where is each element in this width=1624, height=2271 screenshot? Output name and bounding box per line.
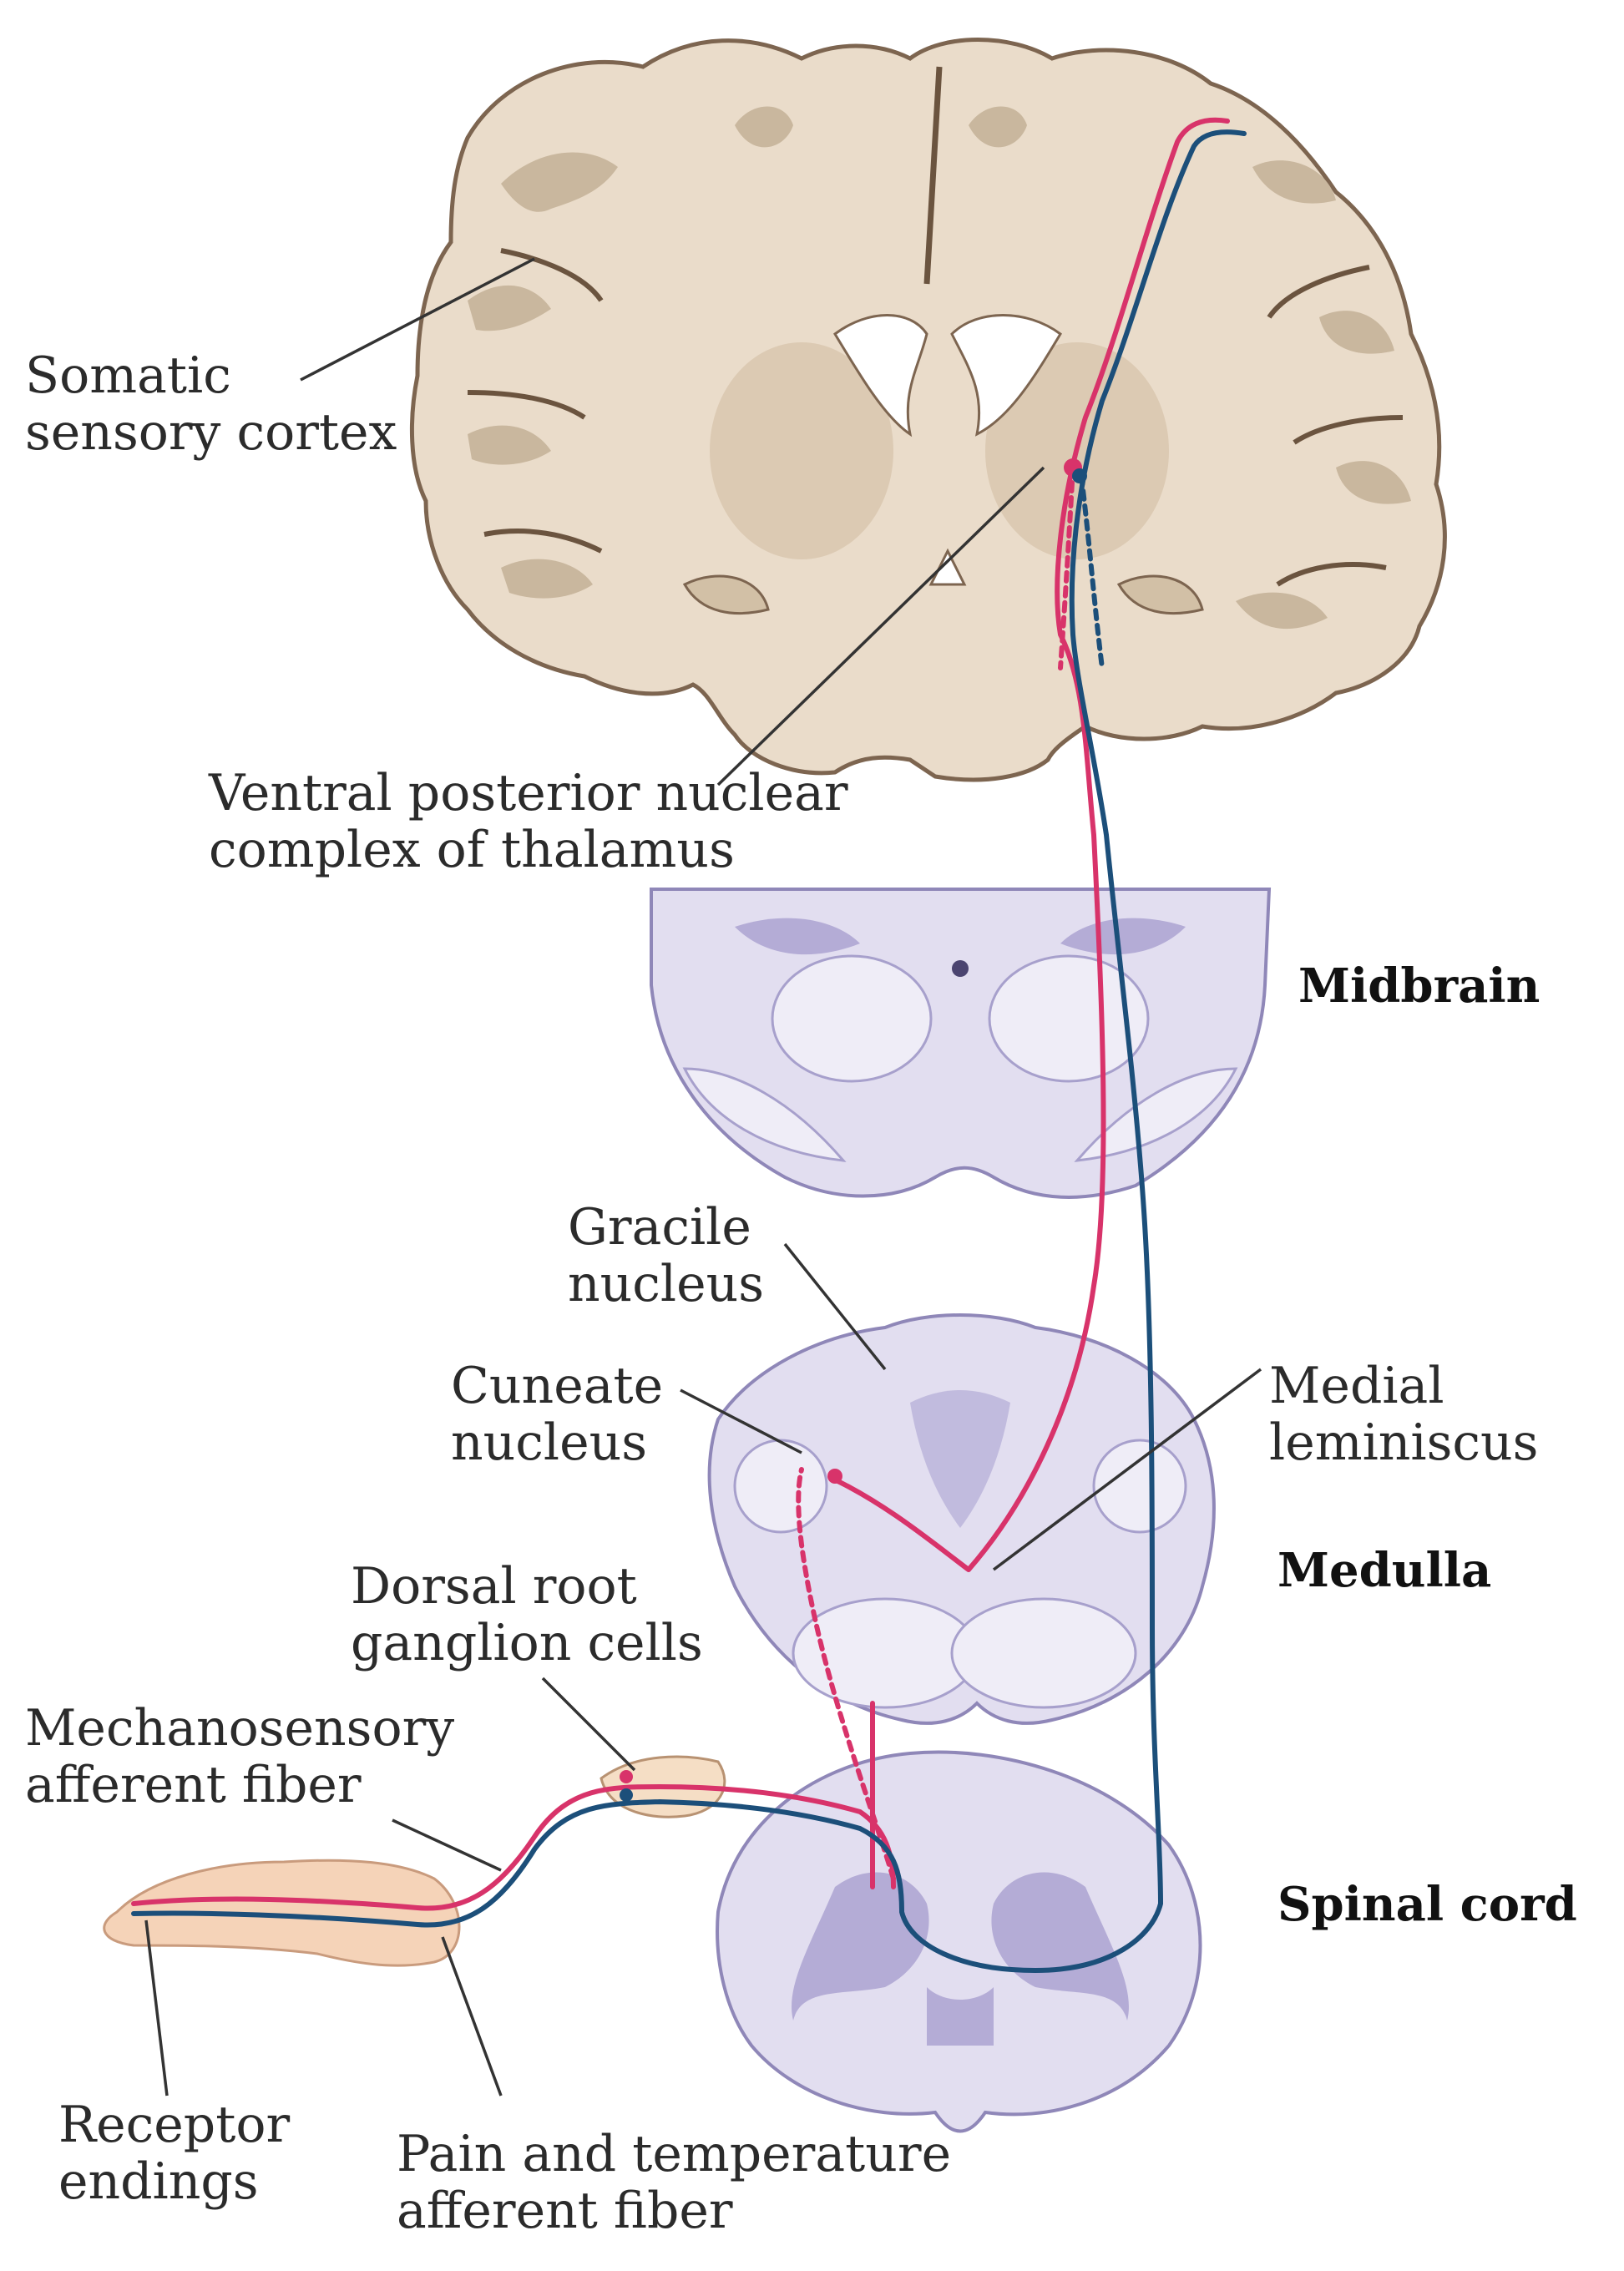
leader-drg xyxy=(541,1677,636,1772)
label-spinal-cord: Spinal cord xyxy=(1277,1877,1577,1932)
pain-temperature-pathway xyxy=(131,129,1247,1973)
label-gracile-nucleus: Gracile nucleus xyxy=(568,1198,767,1313)
leader-cuneate xyxy=(680,1388,802,1454)
leader-ventral-posterior xyxy=(716,466,1045,787)
label-cuneate-nucleus: Cuneate nucleus xyxy=(451,1357,679,1472)
leader-somatic-cortex xyxy=(300,257,535,382)
label-ventral-posterior-nuclear-complex: Ventral posterior nuclear complex of tha… xyxy=(208,764,864,879)
label-pain-and-temperature-afferent-fiber: Pain and temperature afferent fiber xyxy=(397,2125,967,2240)
label-dorsal-root-ganglion-cells: Dorsal root ganglion cells xyxy=(351,1557,703,1672)
medulla-section xyxy=(707,1313,1216,1725)
leader-mechanosensory xyxy=(392,1818,502,1872)
leader-receptor xyxy=(144,1919,169,2097)
label-somatic-sensory-cortex: Somatic sensory cortex xyxy=(25,346,397,462)
label-medulla: Medulla xyxy=(1277,1543,1491,1598)
leader-medial-lemniscus xyxy=(992,1368,1262,1571)
midbrain-section xyxy=(650,888,1272,1199)
label-medial-lemniscus: Medial leminiscus xyxy=(1269,1357,1538,1472)
brain-coronal-section xyxy=(409,38,1447,782)
leader-pain-temp xyxy=(441,1936,503,2097)
mechanosensory-pathway xyxy=(131,117,1230,1911)
leader-gracile xyxy=(783,1242,887,1371)
label-midbrain: Midbrain xyxy=(1298,958,1540,1014)
label-mechanosensory-afferent-fiber: Mechanosensory afferent fiber xyxy=(25,1699,470,1814)
spinal-cord-section xyxy=(716,1750,1202,2133)
label-receptor-endings: Receptor endings xyxy=(58,2096,306,2211)
